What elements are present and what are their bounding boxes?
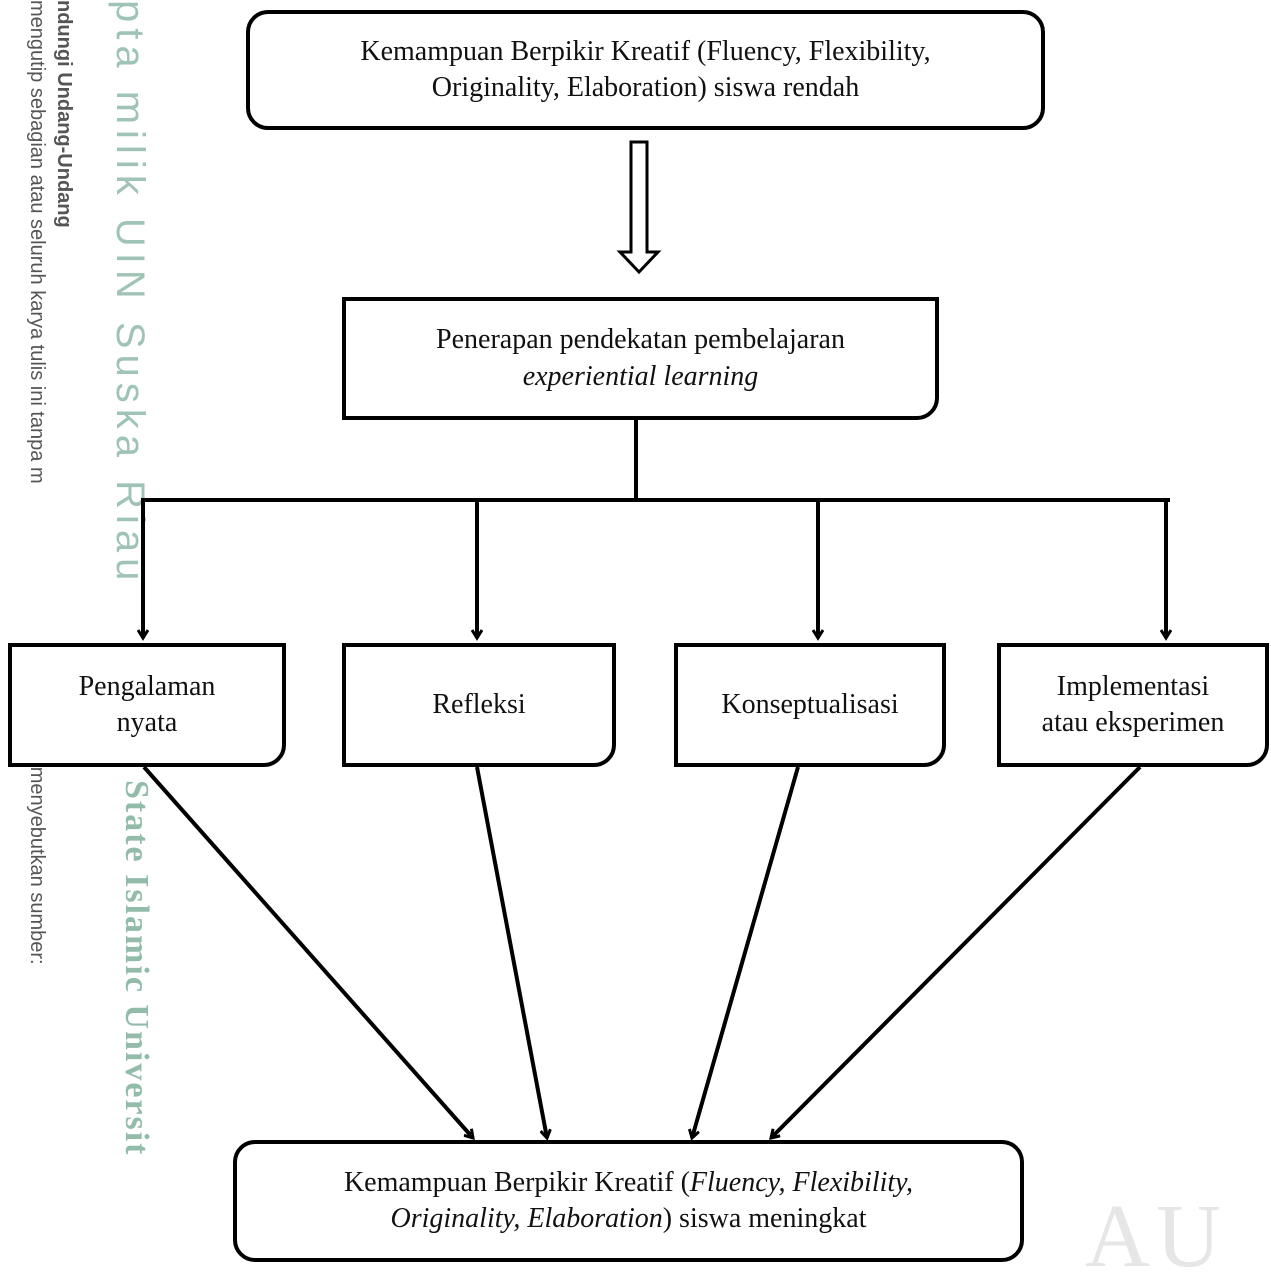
- stage-box-conceptualization: Konseptualisasi: [674, 643, 946, 767]
- arrow-stage-4-to-outcome: [771, 765, 1142, 1138]
- stage-2-line-1: Refleksi: [432, 688, 526, 720]
- stage-3-line-1: Konseptualisasi: [721, 688, 899, 720]
- outcome-box: Kemampuan Berpikir Kreatif (Fluency, Fle…: [233, 1140, 1024, 1262]
- arrow-stage-2-to-outcome: [475, 766, 547, 1138]
- approach-line-2: experiential learning: [522, 360, 759, 392]
- stage-box-concrete-experience: Pengalaman nyata: [8, 643, 286, 767]
- arrow-stage-1-to-outcome: [142, 765, 473, 1138]
- outcome-text-pre: Kemampuan Berpikir Kreatif (: [343, 1166, 690, 1198]
- stage-box-reflection: Refleksi: [342, 643, 616, 767]
- approach-box: Penerapan pendekatan pembelajaran experi…: [342, 297, 939, 420]
- problem-text: Kemampuan Berpikir Kreatif (Fluency, Fle…: [360, 35, 931, 103]
- outcome-text-post: ) siswa meningkat: [662, 1203, 867, 1234]
- approach-line-1: Penerapan pendekatan pembelajaran: [436, 324, 845, 356]
- stage-4-line-2: atau eksperimen: [1041, 707, 1225, 738]
- stage-1-line-1: Pengalaman: [78, 670, 216, 702]
- hollow-down-arrow: [616, 140, 662, 275]
- problem-box: Kemampuan Berpikir Kreatif (Fluency, Fle…: [246, 10, 1045, 130]
- stage-4-line-1: Implementasi: [1056, 670, 1210, 702]
- arrow-stage-3-to-outcome: [692, 766, 800, 1138]
- stage-box-implementation: Implementasi atau eksperimen: [997, 643, 1269, 767]
- outcome-text-em-2: Originality, Elaboration: [390, 1203, 663, 1234]
- outcome-text-em-1: Fluency, Flexibility,: [689, 1166, 914, 1198]
- stage-1-line-2: nyata: [116, 707, 178, 738]
